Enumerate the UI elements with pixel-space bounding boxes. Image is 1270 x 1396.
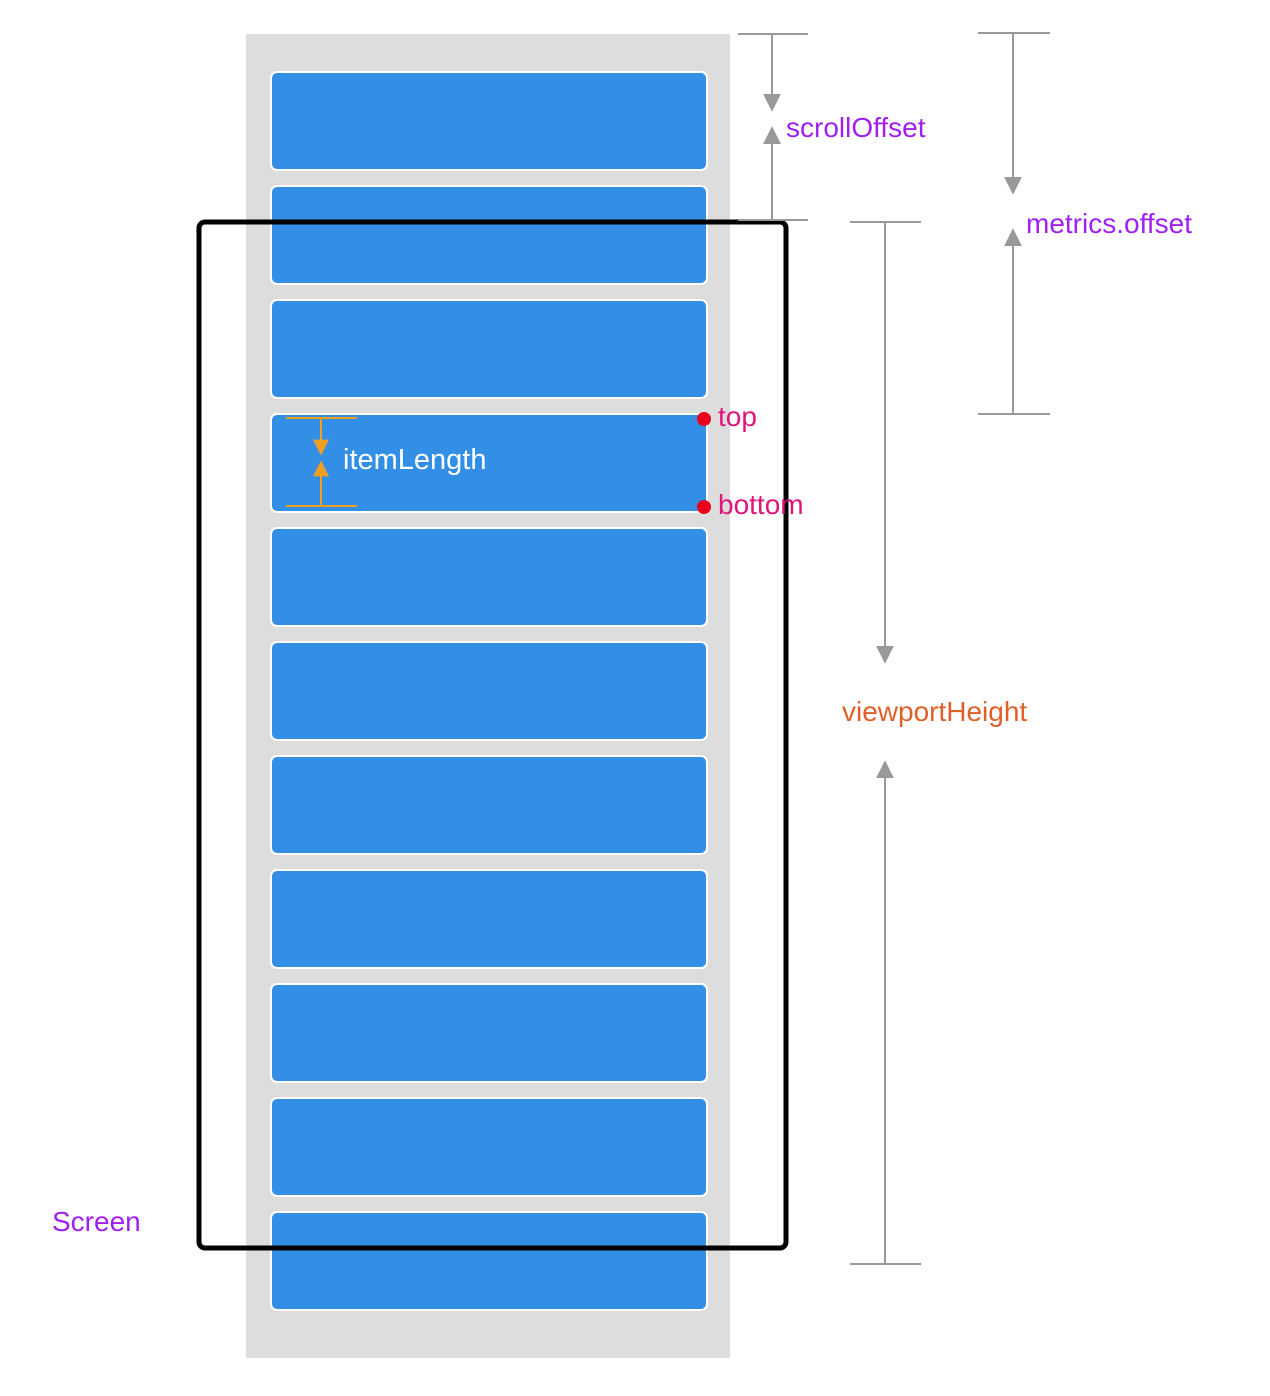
list-item [270, 527, 708, 627]
viewport-height-label: viewportHeight [842, 696, 1027, 727]
screen-label: Screen [52, 1206, 141, 1237]
top-label: top [718, 401, 757, 432]
list-item [270, 299, 708, 399]
bottom-point [697, 500, 711, 514]
list-item [270, 413, 708, 513]
item-length-label: itemLength [343, 444, 487, 476]
list-item [270, 983, 708, 1083]
metrics-offset-label: metrics.offset [1026, 208, 1192, 239]
metrics-offset-dimension [978, 32, 1050, 415]
scroll-offset-label: scrollOffset [786, 112, 926, 143]
scroll-offset-dimension [738, 33, 808, 221]
list-item [270, 869, 708, 969]
list-item [270, 71, 708, 171]
list-items [270, 71, 708, 1311]
list-item [270, 641, 708, 741]
top-point [697, 412, 711, 426]
screen-frame [196, 219, 789, 1251]
list-item [270, 1211, 708, 1311]
list-item [270, 1097, 708, 1197]
list-item [270, 185, 708, 285]
viewport-height-dimension [850, 221, 921, 1265]
list-item [270, 755, 708, 855]
item-length-dimension [286, 417, 357, 507]
bottom-label: bottom [718, 489, 804, 520]
